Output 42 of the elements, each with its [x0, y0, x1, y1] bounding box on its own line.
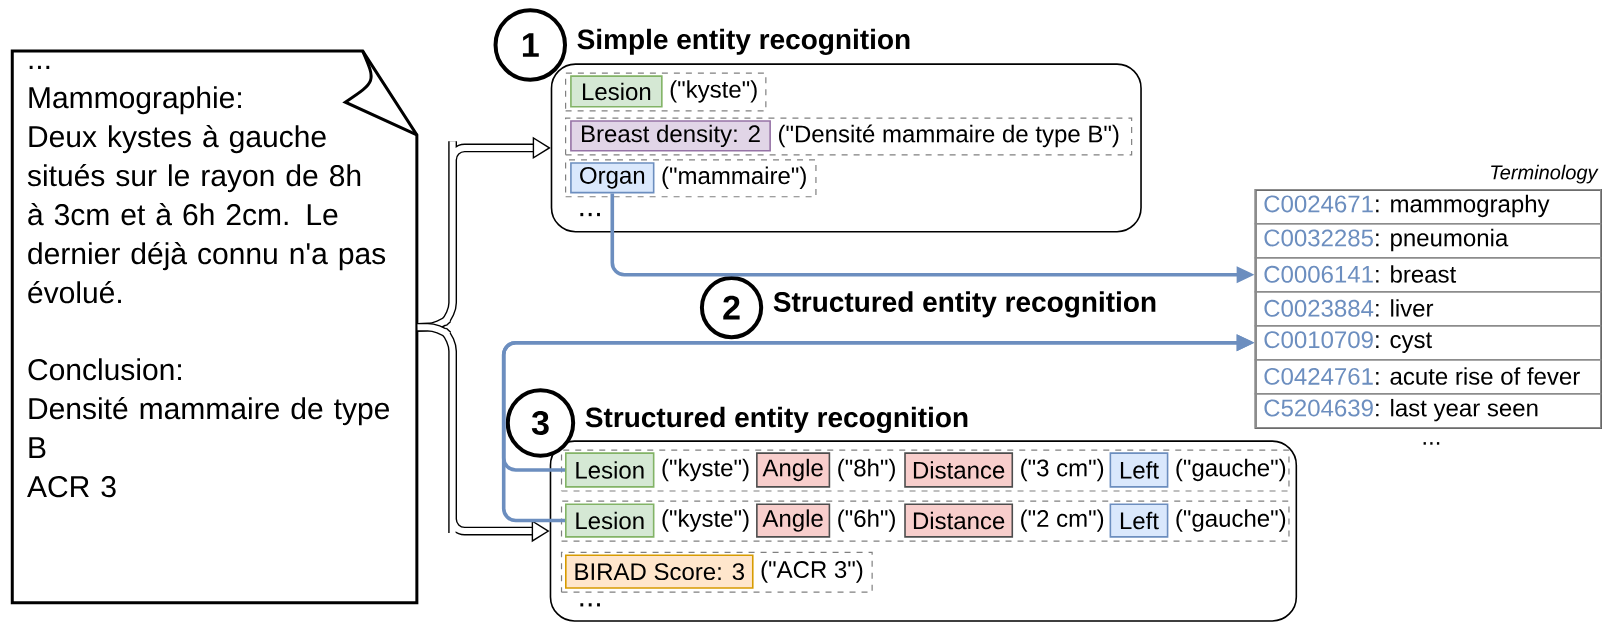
entity-tag: BIRAD Score: 3	[565, 554, 754, 589]
quote-text: ("6h")	[838, 509, 895, 532]
step-number: 1	[493, 8, 567, 82]
quote-text: ("mammaire")	[662, 166, 806, 189]
table-row: C5204639: last year seen	[1254, 392, 1602, 429]
ellipsis-text: ...	[580, 212, 600, 217]
step-heading: Simple entity recognition	[577, 28, 910, 55]
entity-tag: Breast density: 2	[570, 120, 771, 152]
table-heading: Terminology	[1491, 164, 1599, 184]
entity-tag: Organ	[570, 162, 655, 194]
step-heading: Structured entity recognition	[585, 406, 968, 433]
quote-text: ("2 cm")	[1021, 509, 1104, 532]
entity-tag: Lesion	[570, 75, 663, 108]
entity-tag: Left	[1109, 503, 1169, 538]
entity-tag: Angle	[756, 452, 831, 488]
entity-tag: Distance	[904, 452, 1014, 488]
ellipsis-text: ...	[580, 603, 600, 607]
quote-text: ("3 cm")	[1021, 458, 1104, 482]
quote-text: ("kyste")	[662, 458, 749, 482]
entity-tag: Left	[1109, 452, 1169, 488]
entity-tag: Lesion	[565, 503, 655, 538]
step-number: 2	[699, 275, 764, 340]
quote-text: ("gauche")	[1176, 509, 1286, 532]
entity-tag: Angle	[756, 503, 831, 538]
quote-text: ("kyste")	[670, 80, 757, 103]
quote-text: ("kyste")	[662, 509, 749, 532]
table-row: C0010709: cyst	[1254, 324, 1602, 361]
ellipsis-text: ...	[1423, 442, 1440, 445]
entity-tag: Distance	[904, 503, 1014, 538]
table-row: C0032285: pneumonia	[1254, 222, 1602, 259]
table-row: C0424761: acute rise of fever	[1254, 358, 1602, 395]
table-row: C0024671: mammography	[1254, 188, 1602, 225]
quote-text: ("8h")	[838, 458, 895, 482]
table-row: C0006141: breast	[1254, 256, 1602, 293]
entity-tag: Lesion	[565, 452, 655, 488]
table-row: C0023884: liver	[1254, 290, 1602, 327]
step-heading: Structured entity recognition	[773, 291, 1156, 318]
step-number: 3	[505, 388, 576, 458]
quote-text: ("Densité mammaire de type B")	[778, 124, 1119, 148]
quote-text: ("gauche")	[1176, 458, 1286, 482]
quote-text: ("ACR 3")	[761, 560, 863, 583]
report-note: ... Mammographie: Deux kystes à gauche situés sur le rayon de 8h à 3cm et à 6h 2cm. Le dernier déjà connu n'a pas évolué. Conclusion: Densité mammaire de type B ACR 3	[10, 49, 419, 605]
